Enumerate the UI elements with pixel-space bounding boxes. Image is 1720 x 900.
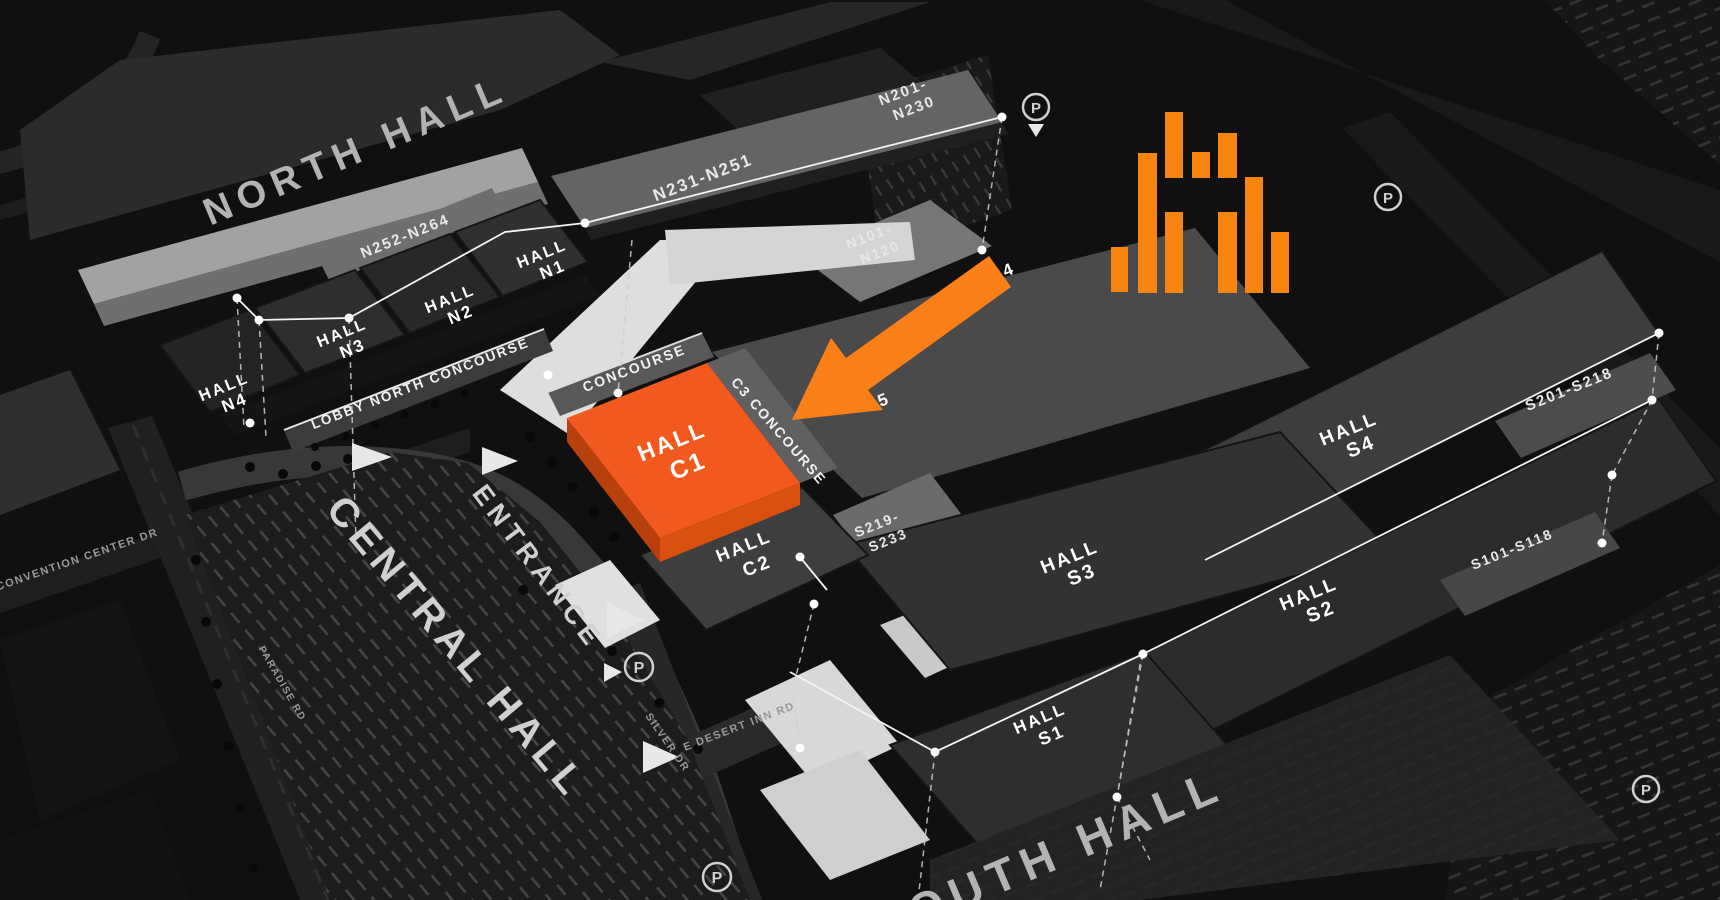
- parking-icon: P: [1373, 182, 1403, 212]
- parking-icon: P: [1631, 774, 1661, 804]
- parking-icon-label: P: [712, 870, 723, 887]
- building-block: [0, 790, 190, 900]
- parking-lot-central-rows: [185, 452, 750, 900]
- entrance-arrow-triangles: [352, 124, 1044, 773]
- leader-dots: [232, 112, 1664, 802]
- lobby-courtyard: [665, 222, 915, 285]
- trees: [191, 390, 703, 873]
- band-s101: [1440, 512, 1620, 616]
- triangle-icon: [643, 741, 679, 773]
- triangle-icon: [1028, 124, 1044, 137]
- triangle-icon: [604, 663, 622, 682]
- slab-n231-shadow: [585, 122, 1008, 240]
- logo-bar: [1245, 177, 1263, 293]
- parking-icon-label: P: [634, 660, 645, 677]
- logo-bar: [1165, 212, 1183, 293]
- parking-icon-label: P: [1383, 190, 1393, 207]
- range-n252-band: [318, 188, 504, 282]
- slab-south-hall-ribs: [930, 655, 1620, 900]
- building-block: [0, 600, 180, 820]
- north-hall-roof: [20, 10, 620, 240]
- parking-icon: P: [1021, 92, 1051, 122]
- band-concourse-edge: [547, 332, 703, 393]
- band-c3-concourse: [707, 348, 838, 483]
- triangle-icon: [607, 602, 644, 638]
- logo-bar: [1218, 212, 1237, 293]
- hall-n3-block: [253, 268, 407, 375]
- band-concourse: [548, 333, 714, 416]
- slab-n231: [551, 70, 1002, 228]
- parking-icon-label: P: [1031, 100, 1041, 117]
- hall-c1-front-face: [660, 483, 800, 562]
- north-hall-light-band: [78, 148, 538, 304]
- logo-bar: [1138, 153, 1157, 293]
- lobby-courtyard: [500, 240, 730, 435]
- building-block: [600, 2, 930, 80]
- triangle-icon: [352, 443, 392, 471]
- parking-icon: P: [701, 861, 733, 893]
- lobby-courtyard: [760, 750, 930, 880]
- hall-c1-side-face: [567, 418, 660, 562]
- band-lobby-north-edge: [283, 328, 545, 431]
- logo-bar: [1192, 152, 1210, 178]
- parking-icon-label: P: [1641, 782, 1651, 799]
- slab-c4: [712, 228, 1310, 498]
- hall-n1-block: [453, 198, 590, 298]
- building-block: [0, 370, 120, 515]
- leader-dashes: [236, 116, 1660, 900]
- hall-c1-block: [567, 363, 800, 538]
- road-paradise-median: [131, 424, 330, 900]
- band-lobby-north: [284, 329, 553, 452]
- leader-lines: [236, 116, 1660, 754]
- building-block: [700, 48, 930, 140]
- band-s219: [833, 473, 962, 557]
- bar-chart-logo: [1111, 112, 1289, 293]
- direction-arrow-icon: [792, 256, 1011, 420]
- hall-n4-block: [158, 308, 302, 414]
- parking-icon: P: [623, 651, 655, 683]
- parking-icons: P P P P P: [623, 92, 1661, 893]
- band-s201: [1495, 353, 1676, 458]
- logo-bar: [1111, 247, 1128, 292]
- logo-bar: [1271, 232, 1289, 293]
- logo-bar: [1218, 133, 1237, 178]
- hall-n2-block: [358, 232, 502, 335]
- hall-n-row-shadow: [220, 275, 600, 435]
- parking-lot-topright-rows: [1545, 0, 1720, 165]
- triangle-icon: [482, 447, 518, 475]
- logo-bar: [1165, 112, 1183, 178]
